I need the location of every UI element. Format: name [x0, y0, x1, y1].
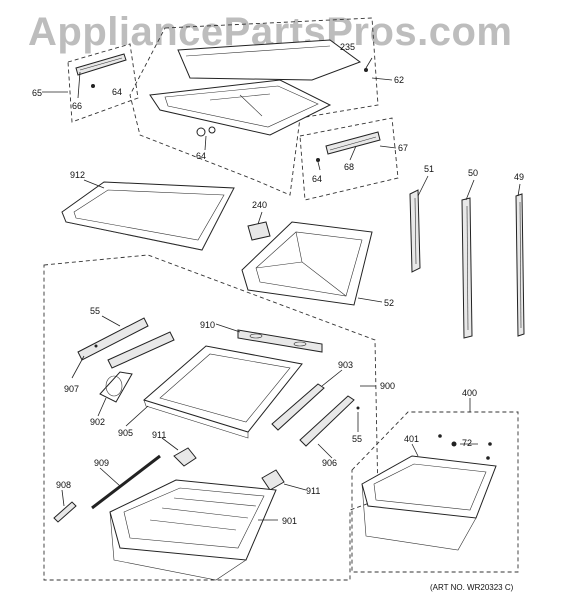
art-number: (ART NO. WR20323 C) [430, 583, 514, 592]
callout-910: 910 [200, 320, 215, 330]
callout-235: 235 [340, 42, 355, 52]
part-62-frame [149, 79, 332, 137]
part-66-rail [75, 53, 127, 88]
callout-64-a: 64 [112, 87, 122, 97]
callout-909: 909 [94, 458, 109, 468]
callout-903: 903 [338, 360, 353, 370]
part-55-bracket-left [77, 317, 149, 361]
part-910-bar [237, 329, 323, 353]
callout-62: 62 [394, 75, 404, 85]
part-902-guide [99, 371, 133, 403]
group-outline-900 [43, 254, 379, 581]
part-905-shelf [142, 345, 303, 439]
callout-55-a: 55 [90, 306, 100, 316]
callout-905: 905 [118, 428, 133, 438]
callout-911-b: 911 [306, 486, 320, 496]
callout-64-c: 64 [312, 174, 322, 184]
callout-49: 49 [514, 172, 524, 182]
callout-912: 912 [70, 170, 85, 180]
part-906-bracket [299, 395, 360, 447]
callout-240: 240 [252, 200, 267, 210]
callout-901: 901 [282, 516, 297, 526]
part-240-clip [247, 221, 271, 241]
callout-67: 67 [398, 143, 408, 153]
callout-50: 50 [468, 168, 478, 178]
callout-51: 51 [424, 164, 434, 174]
callout-908: 908 [56, 480, 71, 490]
callout-907: 907 [64, 384, 79, 394]
part-903-bracket [271, 383, 325, 431]
callout-911-a: 911 [152, 430, 166, 440]
part-908-clip [53, 501, 77, 523]
part-911-clip-lower [261, 469, 285, 491]
callout-906: 906 [322, 458, 337, 468]
group-outline-65 [67, 43, 139, 123]
callout-64-b: 64 [196, 151, 206, 161]
callout-900: 900 [380, 381, 395, 391]
callout-52: 52 [384, 298, 394, 308]
callout-68: 68 [344, 162, 354, 172]
part-235-glass [177, 39, 368, 81]
part-912-shelf [61, 181, 235, 251]
leader-lines [42, 57, 521, 521]
callout-72: 72 [462, 438, 472, 448]
part-911-clip-upper [173, 447, 197, 467]
group-outline-67 [299, 117, 399, 201]
callout-55-b: 55 [352, 434, 362, 444]
part-50-rail [461, 197, 473, 339]
part-909-rod [91, 454, 161, 510]
callout-902: 902 [90, 417, 105, 427]
part-49-rail [515, 193, 525, 337]
part-68-rail [316, 131, 381, 162]
callout-66: 66 [72, 101, 82, 111]
part-901-drawer [109, 479, 277, 581]
callout-400: 400 [462, 388, 477, 398]
part-401-drawer [361, 434, 497, 551]
part-51-rail [409, 189, 421, 273]
group-outline-400 [351, 411, 519, 573]
part-907-bracket [107, 331, 175, 369]
group-outline-62 [129, 17, 379, 196]
part-52-bin [241, 221, 373, 306]
callout-65: 65 [32, 88, 42, 98]
callout-401: 401 [404, 434, 419, 444]
